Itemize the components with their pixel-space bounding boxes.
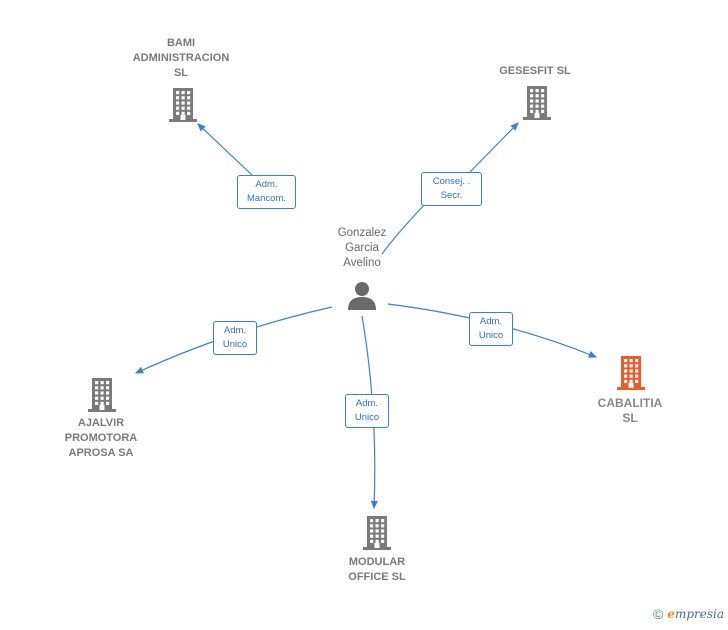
building-icon[interactable] [615, 354, 647, 390]
relation-label: Adm. Unico [213, 321, 257, 355]
company-name[interactable]: AJALVIR PROMOTORA APROSA SA [64, 417, 138, 459]
person-icon[interactable] [346, 280, 378, 310]
building-icon[interactable] [361, 514, 393, 550]
company-name[interactable]: GESESFIT SL [499, 65, 571, 77]
company-name[interactable]: MODULAR OFFICE SL [348, 556, 406, 583]
brand-logo: empresia [667, 607, 724, 621]
person-name[interactable]: Gonzalez Garcia Avelino [337, 227, 387, 269]
edge-bami [197, 123, 253, 176]
relation-label: Adm. Unico [345, 394, 389, 428]
company-name[interactable]: BAMI ADMINISTRACION SL [132, 37, 230, 79]
company-name[interactable]: CABALITIA SL [597, 396, 663, 425]
relation-label: Consej. . Secr. [421, 172, 482, 206]
edge-gesesfit [381, 123, 518, 255]
copyright-icon: © [652, 606, 664, 622]
relation-label: Adm. Unico [469, 312, 513, 346]
building-icon[interactable] [167, 86, 199, 122]
building-icon[interactable] [521, 84, 553, 120]
footer-brand: © empresia [653, 606, 724, 622]
relation-label: Adm. Mancom. [237, 175, 296, 209]
building-icon[interactable] [86, 376, 118, 412]
